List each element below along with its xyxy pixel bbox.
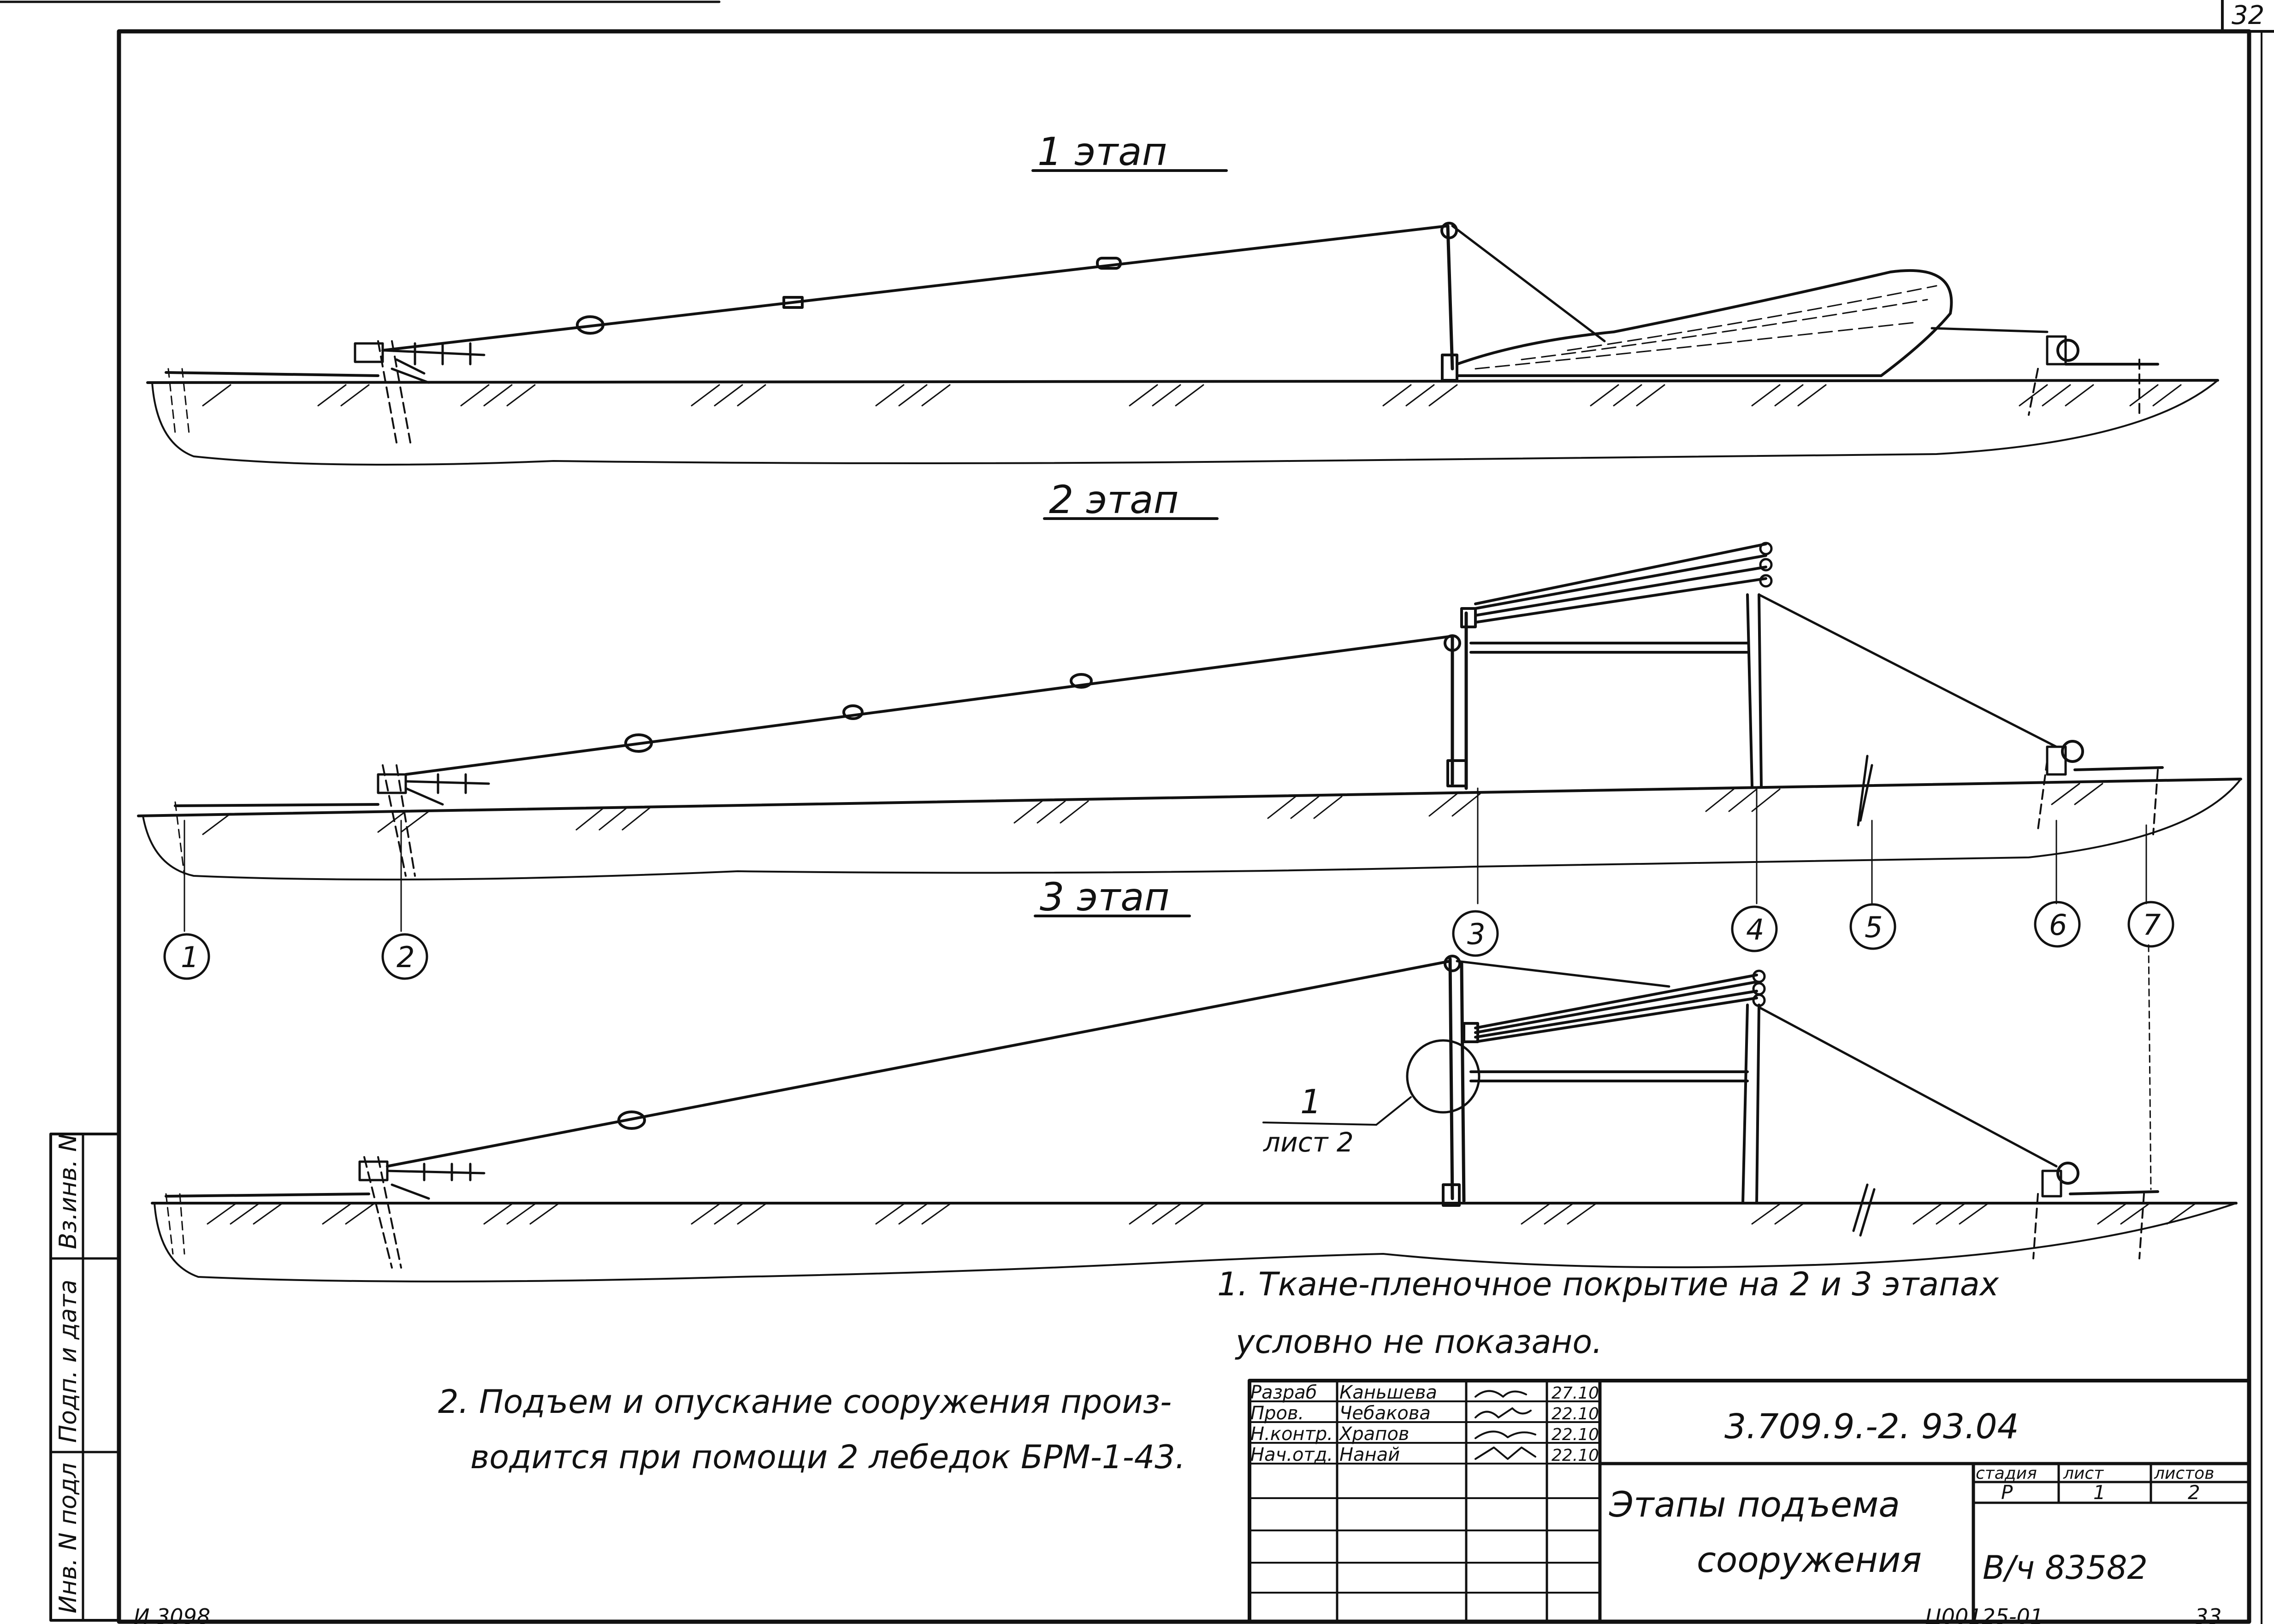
node-4-label: 4	[1746, 913, 1764, 946]
left-margin-stamps: Инв. N подл Подп. и дата Вз.инв. N	[49, 1133, 120, 1622]
node-2-label: 2	[397, 940, 415, 974]
stage-1-title: 1 этап	[1037, 129, 1167, 174]
node-6-circle	[2034, 901, 2081, 948]
notes: 1. Ткане-пленочное покрытие на 2 и 3 эта…	[438, 1265, 1999, 1476]
node-5-circle	[1849, 903, 1896, 950]
title-block: Разраб Пров. Н.контр. Нач.отд. Каньшева …	[1248, 1379, 2251, 1624]
footer-archive-number: И 3098	[134, 1604, 210, 1624]
margin-sign-label: Подп. и дата	[54, 1280, 82, 1443]
date-norm-control: 22.10	[1552, 1425, 1599, 1444]
note-1-line-2: условно не показано.	[1235, 1323, 1602, 1361]
node-callouts: 1 2 3 4 5 6 7	[163, 901, 2174, 980]
name-dept-head: Нанай	[1339, 1444, 1400, 1465]
stage-1: 1 этап	[146, 129, 2219, 466]
detail-circle	[1406, 1039, 1480, 1114]
node-3-label: 3	[1467, 917, 1485, 951]
drawing-title-line-1: Этапы подъема	[1609, 1484, 1900, 1525]
organization: В/ч 83582	[1983, 1549, 2148, 1587]
footer-code: Ц00125-01	[1925, 1604, 2043, 1624]
sheet-number: 32	[2232, 0, 2264, 30]
margin-vzinv-label: Вз.инв. N	[54, 1134, 82, 1249]
role-checker: Пров.	[1250, 1403, 1304, 1424]
date-designer: 27.10	[1552, 1384, 1599, 1403]
note-2-line-2: водится при помощи 2 лебедок БРМ-1-43.	[470, 1438, 1185, 1476]
role-dept-head: Нач.отд.	[1250, 1444, 1333, 1465]
stage-3-title: 3 этап	[1040, 874, 1170, 920]
node-2-circle	[381, 933, 428, 980]
document-code: 3.709.9.-2. 93.04	[1724, 1407, 2019, 1447]
node-1-label: 1	[181, 940, 199, 974]
note-1-line-1: 1. Ткане-пленочное покрытие на 2 и 3 эта…	[1217, 1265, 1999, 1303]
value-stage: Р	[2001, 1481, 2013, 1504]
margin-inv-label: Инв. N подл	[54, 1463, 82, 1613]
node-6-label: 6	[2049, 908, 2067, 942]
name-designer: Каньшева	[1339, 1382, 1437, 1403]
stage-2: 2 этап	[137, 477, 2242, 932]
node-1-circle	[163, 933, 210, 980]
name-norm-control: Храпов	[1338, 1423, 1409, 1445]
value-sheet: 1	[2093, 1481, 2106, 1504]
node-5-label: 5	[1865, 910, 1883, 944]
header-stage: стадия	[1976, 1464, 2037, 1483]
stage-2-ground	[137, 778, 2242, 817]
drawing-title-line-2: сооружения	[1697, 1539, 1922, 1580]
value-sheets-total: 2	[2188, 1481, 2200, 1504]
header-sheet: лист	[2063, 1464, 2104, 1483]
detail-number: 1	[1300, 1082, 1321, 1121]
signatures	[1475, 1390, 1536, 1460]
detail-sheet: лист 2	[1263, 1127, 1354, 1158]
role-designer: Разраб	[1250, 1382, 1317, 1403]
stage-3: 3 этап	[151, 874, 2238, 1282]
date-dept-head: 22.10	[1552, 1446, 1599, 1465]
note-2-line-1: 2. Подъем и опускание сооружения произ-	[438, 1383, 1172, 1421]
stage-1-ground	[146, 379, 2219, 384]
node-7-circle	[2127, 901, 2174, 948]
footer-page: 33	[2195, 1604, 2222, 1624]
date-checker: 22.10	[1552, 1405, 1599, 1423]
node-3-circle	[1452, 910, 1499, 957]
name-checker: Чебакова	[1339, 1403, 1431, 1424]
stage-2-title: 2 этап	[1049, 477, 1179, 522]
node-7-label: 7	[2143, 908, 2161, 942]
role-norm-control: Н.контр.	[1250, 1423, 1333, 1445]
header-sheets-total: листов	[2154, 1464, 2214, 1483]
node-4-circle	[1731, 905, 1778, 952]
